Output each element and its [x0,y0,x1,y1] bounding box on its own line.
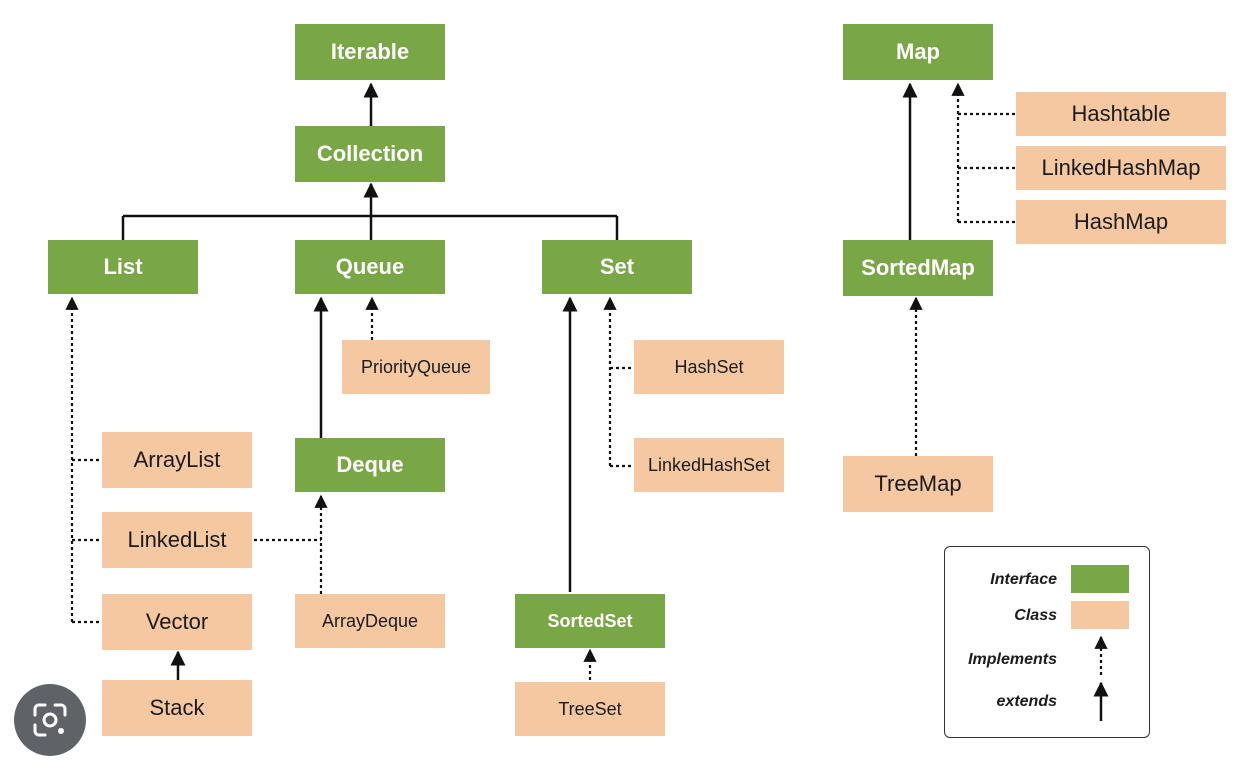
node-iterable: Iterable [295,24,445,80]
google-lens-icon [33,703,67,737]
node-sorted-map: SortedMap [843,240,993,296]
node-hash-map: HashMap [1016,200,1226,244]
google-lens-button[interactable] [14,684,86,756]
legend-arrows [1093,635,1109,721]
node-queue: Queue [295,240,445,294]
node-priority-queue: PriorityQueue [342,340,490,394]
legend-interface-label: Interface [990,571,1057,588]
legend-class-label: Class [1014,607,1057,624]
node-tree-set: TreeSet [515,682,665,736]
node-collection: Collection [295,126,445,182]
node-stack: Stack [102,680,252,736]
node-tree-map: TreeMap [843,456,993,512]
node-linked-list: LinkedList [102,512,252,568]
node-array-deque: ArrayDeque [295,594,445,648]
node-map: Map [843,24,993,80]
legend-extends-label: extends [996,693,1057,710]
node-linked-hash-set: LinkedHashSet [634,438,784,492]
legend-implements-label: Implements [968,651,1057,668]
node-set: Set [542,240,692,294]
node-hash-set: HashSet [634,340,784,394]
node-linked-hash-map: LinkedHashMap [1016,146,1226,190]
node-sorted-set: SortedSet [515,594,665,648]
legend-class-swatch [1071,601,1129,629]
node-hashtable: Hashtable [1016,92,1226,136]
node-vector: Vector [102,594,252,650]
legend-interface-swatch [1071,565,1129,593]
node-deque: Deque [295,438,445,492]
node-array-list: ArrayList [102,432,252,488]
legend: Interface Class Implements extends [944,546,1150,738]
node-list: List [48,240,198,294]
